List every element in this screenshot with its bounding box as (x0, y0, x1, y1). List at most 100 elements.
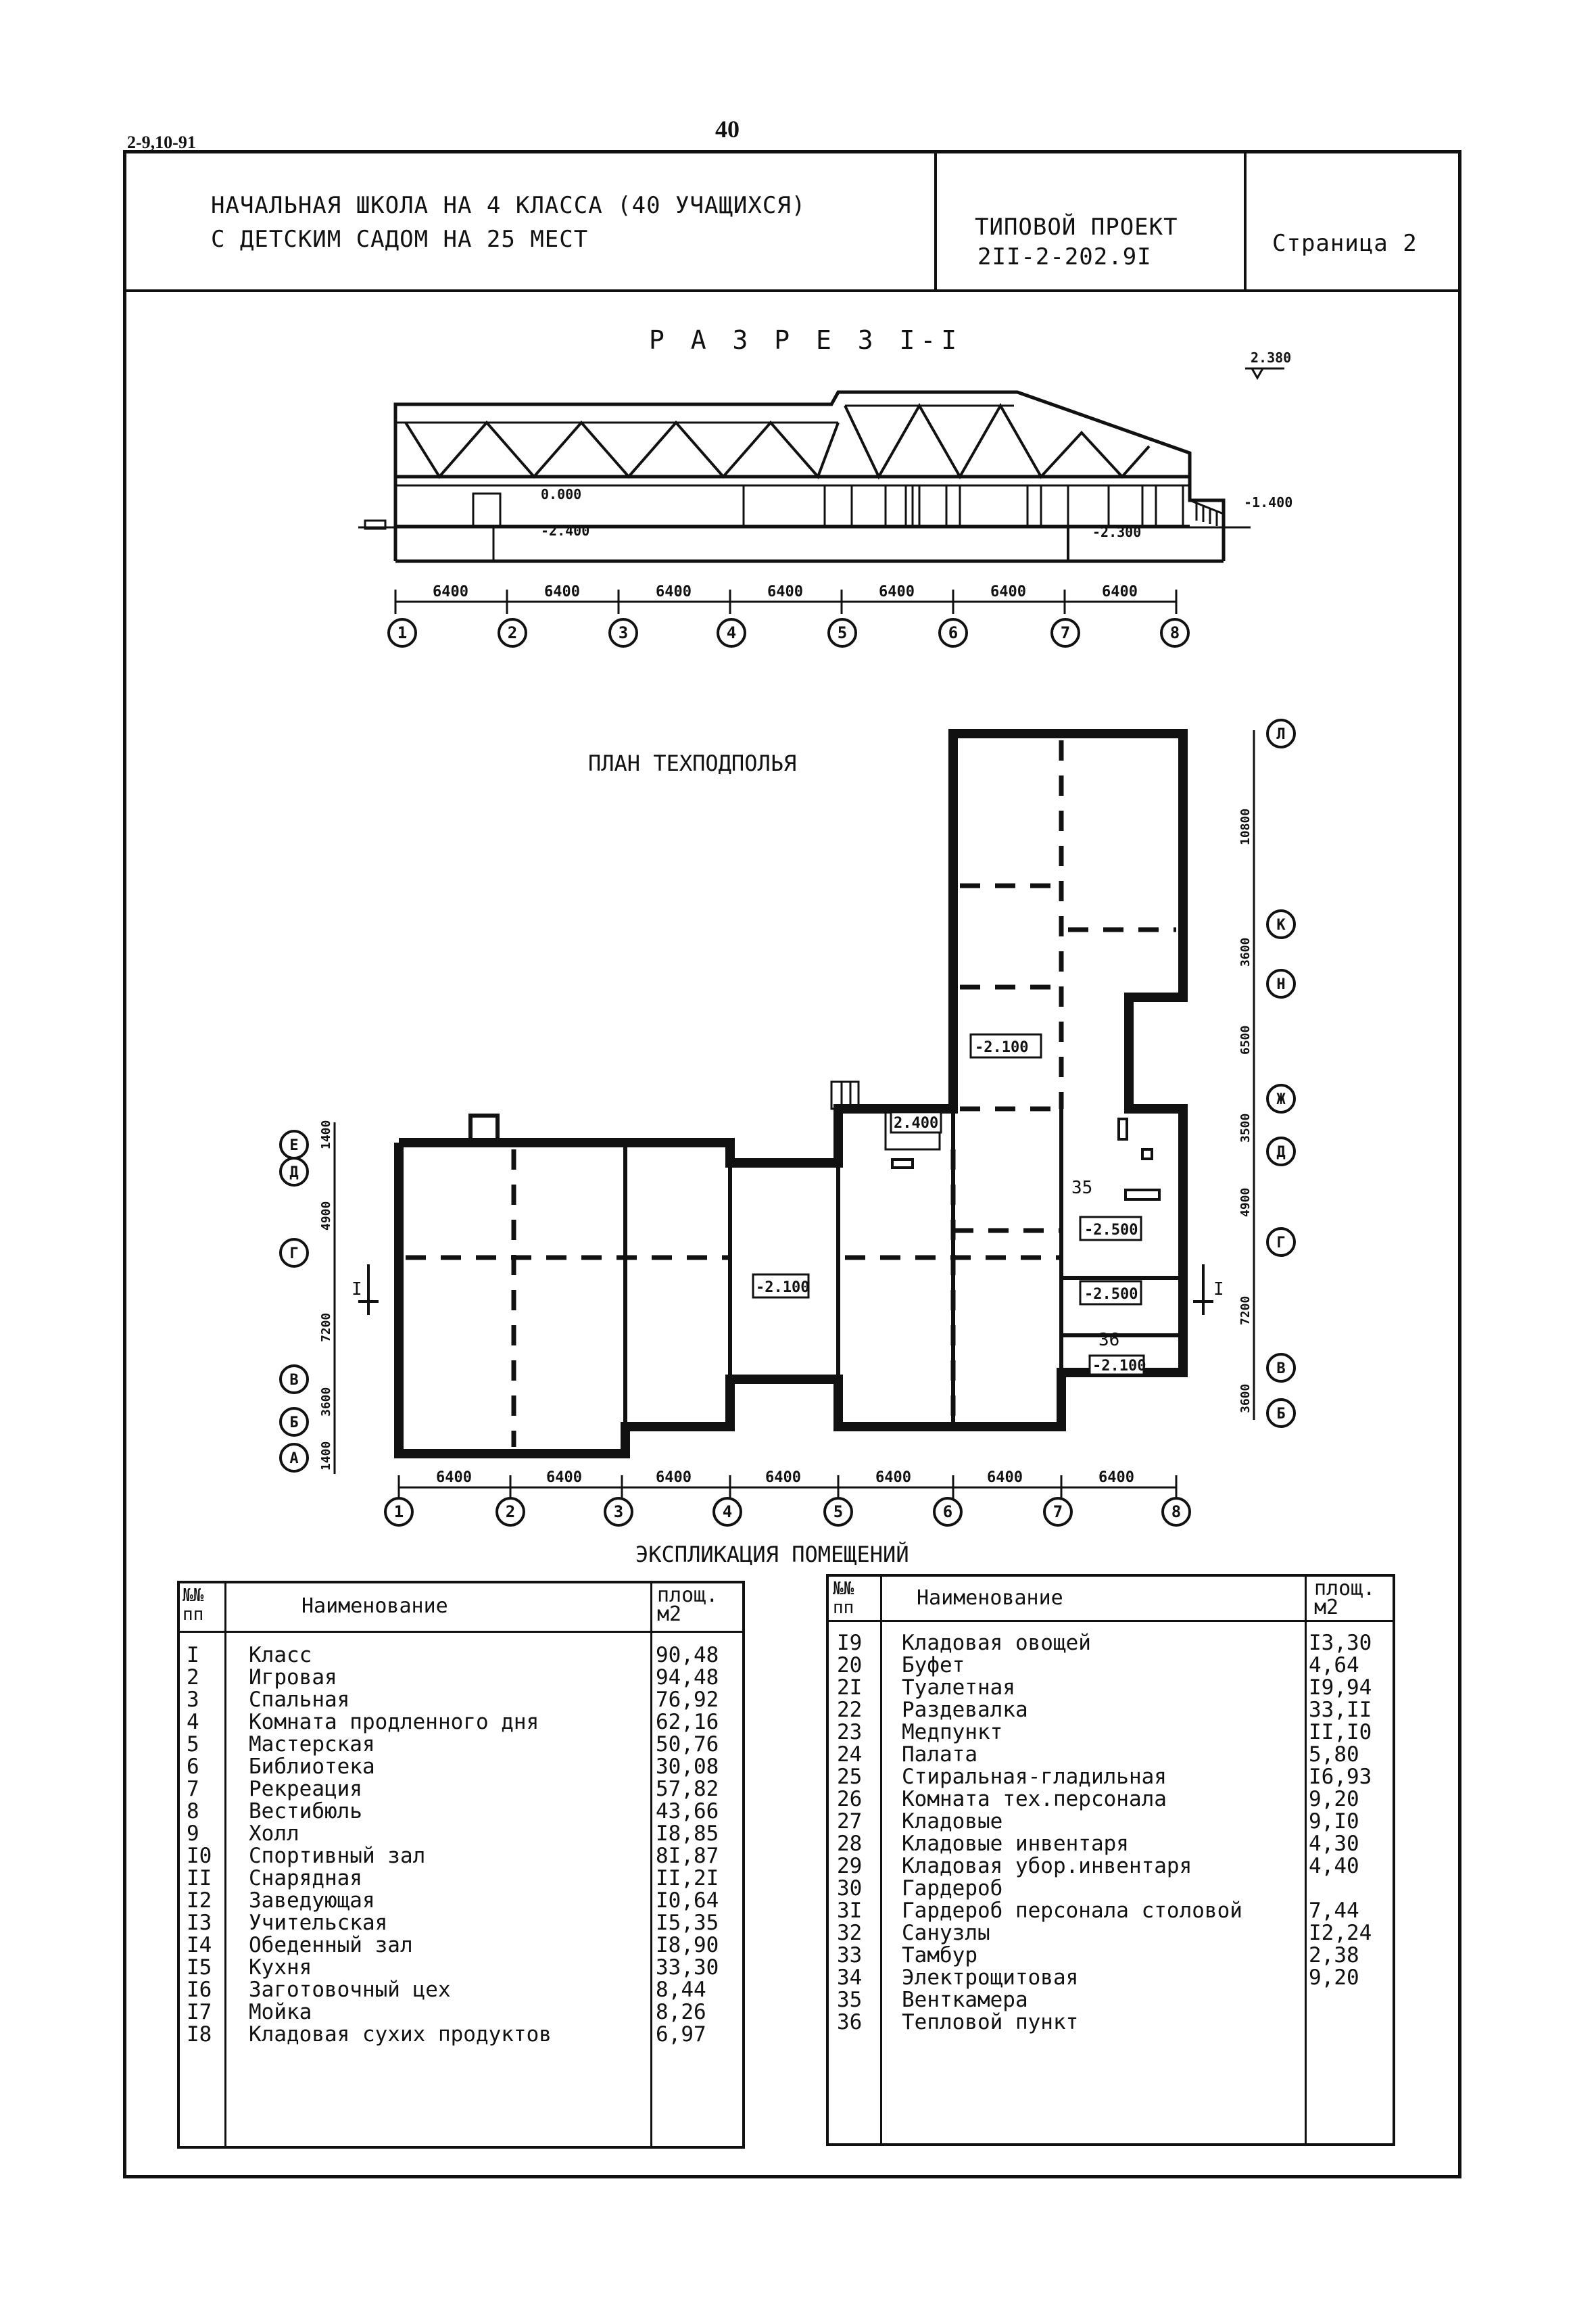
table-row-number: 29 (837, 1854, 863, 1878)
plan-axis-5: 5 (833, 1502, 843, 1521)
plan-right-dim-3: 6500 (1238, 1026, 1253, 1055)
table-row-number: I4 (187, 1933, 212, 1957)
plan-mark-north: -2.100 (975, 1039, 1028, 1056)
table-row-number: I5 (187, 1955, 212, 1980)
table-row-name: Тепловой пункт (902, 2010, 1079, 2034)
plan-title: ПЛАН ТЕХПОДПОЛЬЯ (588, 750, 796, 776)
table-row-area: 43,66 (656, 1799, 719, 1823)
plan-mark-stair: 2.400 (894, 1115, 938, 1132)
table-row-area: I9,94 (1309, 1675, 1372, 1700)
doc-code: 2-9,10-91 (127, 133, 196, 152)
plan-right-axis-n: Н (1276, 976, 1285, 993)
sheet-label: Страница 2 (1272, 230, 1418, 257)
plan-cut-right: I (1213, 1279, 1224, 1299)
table-right-head-area: площ. м2 (1314, 1577, 1376, 1619)
elev-mark-left-basement: -2.400 (541, 523, 589, 539)
plan-span-3: 6400 (656, 1469, 692, 1486)
plan-room-36: 36 (1098, 1330, 1119, 1350)
table-row-number: I7 (187, 2000, 212, 2024)
table-row-number: I9 (837, 1631, 863, 1655)
table-right-head-no: №№ пп (833, 1579, 854, 1618)
explication-title: ЭКСПЛИКАЦИЯ ПОМЕЩЕНИЙ (635, 1542, 909, 1567)
plan-axis-4: 4 (723, 1502, 732, 1521)
plan-right-dim-5: 4900 (1238, 1188, 1253, 1217)
plan-right-axis-g: Г (1276, 1235, 1285, 1251)
table-row-number: 3I (837, 1899, 863, 1923)
table-row-area: 62,16 (656, 1710, 719, 1734)
table-row-name: Туалетная (902, 1675, 1015, 1700)
plan-right-dim-1: 10800 (1238, 809, 1253, 845)
table-row-number: 25 (837, 1765, 863, 1789)
section-span-4: 6400 (767, 583, 803, 600)
table-row-number: 33 (837, 1943, 863, 1967)
table-row-area: 9,I0 (1309, 1809, 1359, 1834)
table-row-area: I3,30 (1309, 1631, 1372, 1655)
plan-left-dim-1: 1400 (319, 1120, 333, 1149)
plan-right-axis-l: Л (1276, 726, 1285, 743)
plan-right-axis-b: Б (1276, 1406, 1285, 1423)
table-row-name: Учительская (249, 1911, 388, 1935)
section-span-3: 6400 (656, 583, 692, 600)
table-row-area: 4,40 (1309, 1854, 1359, 1878)
table-row-name: Кладовые (902, 1809, 1003, 1834)
table-row-name: Заведующая (249, 1888, 375, 1913)
plan-span-6: 6400 (987, 1469, 1023, 1486)
table-right-head-name: Наименование (917, 1586, 1063, 1610)
plan-mark-34: -2.500 (1084, 1286, 1138, 1303)
table-row-name: Кладовые инвентаря (902, 1832, 1129, 1856)
table-row-number: 7 (187, 1777, 199, 1801)
table-row-name: Обеденный зал (249, 1933, 413, 1957)
plan-span-5: 6400 (875, 1469, 911, 1486)
table-row-name: Спальная (249, 1688, 350, 1712)
plan-axis-1: 1 (394, 1502, 404, 1521)
table-row-area: 8I,87 (656, 1844, 719, 1868)
plan-span-1: 6400 (436, 1469, 472, 1486)
table-row-number: 2I (837, 1675, 863, 1700)
table-row-area: 33,II (1309, 1698, 1372, 1722)
table-row-name: Кладовая сухих продуктов (249, 2022, 552, 2047)
section-title: Р А З Р Е З I-I (649, 325, 962, 355)
plan-span-2: 6400 (546, 1469, 582, 1486)
table-row-name: Стиральная-гладильная (902, 1765, 1167, 1789)
section-span-5: 6400 (879, 583, 915, 600)
table-row-area: 4,64 (1309, 1653, 1359, 1677)
table-row-name: Гардероб персонала столовой (902, 1899, 1242, 1923)
page-number: 40 (715, 116, 740, 143)
plan-left-axis-g: Г (289, 1245, 298, 1262)
elev-mark-right-basement: -2.300 (1092, 524, 1141, 540)
table-row-area: 94,48 (656, 1665, 719, 1690)
table-row-number: I (187, 1643, 199, 1667)
table-row-name: Венткамера (902, 1988, 1028, 2012)
table-row-name: Рекреация (249, 1777, 362, 1801)
table-row-area: 76,92 (656, 1688, 719, 1712)
section-axis-5: 5 (838, 623, 847, 642)
table-row-area: 7,44 (1309, 1899, 1359, 1923)
plan-room-35: 35 (1071, 1178, 1092, 1198)
table-row-area: I5,35 (656, 1911, 719, 1935)
plan-right-axis-k: К (1276, 917, 1286, 934)
plan-span-7: 6400 (1098, 1469, 1134, 1486)
table-row-number: 28 (837, 1832, 863, 1856)
table-row-name: Кухня (249, 1955, 312, 1980)
plan-mark-hall: -2.100 (756, 1279, 809, 1296)
plan-left-axis-b: Б (289, 1414, 298, 1431)
elev-mark-top: 2.380 (1251, 350, 1291, 366)
plan-mark-35: -2.500 (1084, 1222, 1138, 1239)
title-block: НАЧАЛЬНАЯ ШКОЛА НА 4 КЛАССА (40 УЧАЩИХСЯ… (123, 150, 1461, 292)
table-row-name: Спортивный зал (249, 1844, 426, 1868)
plan-axis-7: 7 (1053, 1502, 1063, 1521)
project-label: ТИПОВОЙ ПРОЕКТ (975, 214, 1178, 241)
table-row-number: 20 (837, 1653, 863, 1677)
table-row-name: Буфет (902, 1653, 965, 1677)
table-row-name: Электрощитовая (902, 1965, 1079, 1990)
section-axis-3: 3 (619, 623, 628, 642)
table-row-name: Палата (902, 1742, 977, 1767)
project-title-line2: С ДЕТСКИМ САДОМ НА 25 МЕСТ (211, 226, 589, 253)
table-row-number: 34 (837, 1965, 863, 1990)
section-span-2: 6400 (544, 583, 580, 600)
table-row-area: 8,44 (656, 1978, 706, 2002)
table-row-name: Раздевалка (902, 1698, 1028, 1722)
table-row-number: 36 (837, 2010, 863, 2034)
table-row-name: Кладовая убор.инвентаря (902, 1854, 1192, 1878)
